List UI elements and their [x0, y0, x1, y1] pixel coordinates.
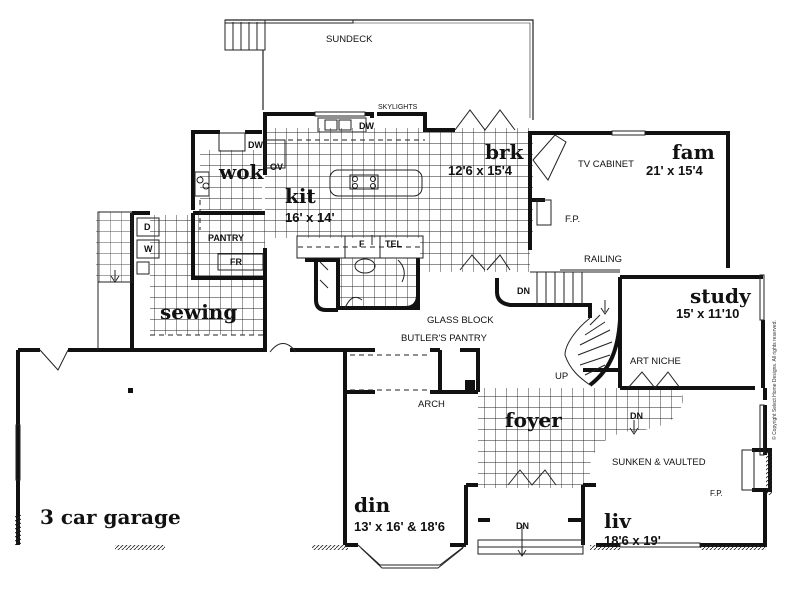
arrows — [110, 270, 639, 557]
room-sewing: sewing — [160, 300, 238, 324]
label-fp-fam: F.P. — [565, 214, 581, 225]
label-up: UP — [555, 371, 569, 382]
room-fam-dims: 21' x 15'4 — [646, 163, 703, 178]
label-dn-foyer: DN — [630, 411, 643, 421]
label-skylights: SKYLIGHTS — [378, 104, 418, 111]
room-foyer: foyer — [505, 408, 562, 432]
hatched-wall-corners — [15, 450, 772, 550]
label-sundeck: SUNDECK — [326, 34, 373, 45]
label-art-niche: ART NICHE — [630, 356, 681, 367]
room-brk: brk — [485, 140, 524, 164]
label-arch: ARCH — [418, 399, 445, 410]
label-fp-liv: F.P. — [710, 489, 723, 498]
label-ov: OV — [270, 162, 284, 172]
room-garage: 3 car garage — [40, 505, 181, 529]
room-study: study — [690, 284, 751, 308]
label-butlers-pantry: BUTLER'S PANTRY — [401, 333, 487, 344]
room-kit-dims: 16' x 14' — [285, 210, 335, 225]
label-dn-stair: DN — [517, 286, 530, 296]
label-fr: FR — [230, 257, 242, 267]
room-liv: liv — [604, 509, 631, 533]
label-dn-entry: DN — [516, 521, 529, 531]
tile-floors — [96, 128, 683, 488]
label-railing: RAILING — [584, 254, 623, 265]
thin-lines — [15, 111, 765, 569]
label-dryer: D — [144, 222, 151, 232]
label-tv-cabinet: TV CABINET — [578, 159, 634, 170]
label-washer: W — [144, 244, 153, 254]
label-pantry: PANTRY — [208, 233, 244, 243]
label-dw-wok: DW — [248, 140, 263, 150]
door-swings — [39, 109, 681, 486]
copyright-notice: © Copyright Select Home Designs. All rig… — [772, 320, 778, 440]
sundeck — [224, 19, 534, 120]
room-din-dims: 13' x 16' & 18'6 — [354, 519, 445, 534]
marks — [128, 380, 475, 393]
room-liv-dims: 18'6 x 19' — [604, 533, 661, 548]
room-kit: kit — [285, 184, 316, 208]
room-din: din — [354, 493, 391, 517]
label-tel: TEL — [385, 239, 402, 249]
room-study-dims: 15' x 11'10 — [676, 306, 740, 321]
room-fam: fam — [672, 140, 715, 164]
room-brk-dims: 12'6 x 15'4 — [448, 163, 513, 178]
label-glass-block: GLASS BLOCK — [427, 315, 494, 326]
label-dw-kit: DW — [359, 121, 374, 131]
room-wok: wok — [219, 160, 264, 184]
label-sunken-vaulted: SUNKEN & VAULTED — [612, 457, 706, 468]
label-f: F — [359, 239, 365, 249]
